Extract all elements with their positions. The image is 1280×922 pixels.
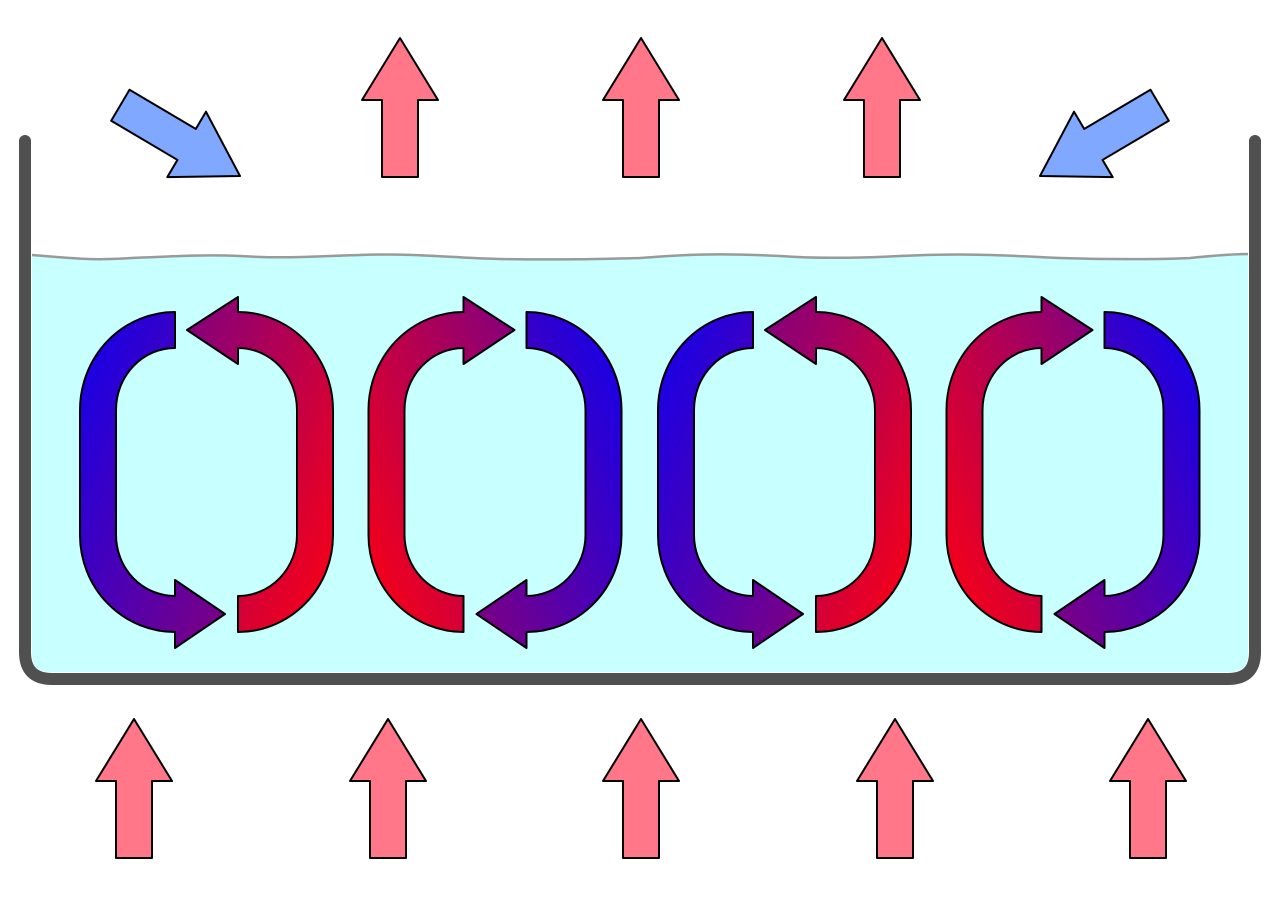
heat-in-arrow-icon bbox=[349, 718, 427, 859]
heat-in-arrow-icon bbox=[1109, 718, 1187, 859]
cool-in-arrow-icon bbox=[100, 71, 261, 210]
heat-out-arrow-icon bbox=[843, 37, 921, 178]
heat-in-arrow-icon bbox=[856, 718, 934, 859]
heat-in-arrow-icon bbox=[602, 718, 680, 859]
water bbox=[32, 254, 1248, 672]
heat-in-arrow-icon bbox=[95, 718, 173, 859]
heat-out-arrow-icon bbox=[361, 37, 439, 178]
water-surface-line bbox=[31, 252, 1249, 261]
container-wall bbox=[19, 135, 1261, 685]
heat-out-arrow-icon bbox=[602, 37, 680, 178]
cool-in-arrow-icon bbox=[1019, 71, 1180, 210]
